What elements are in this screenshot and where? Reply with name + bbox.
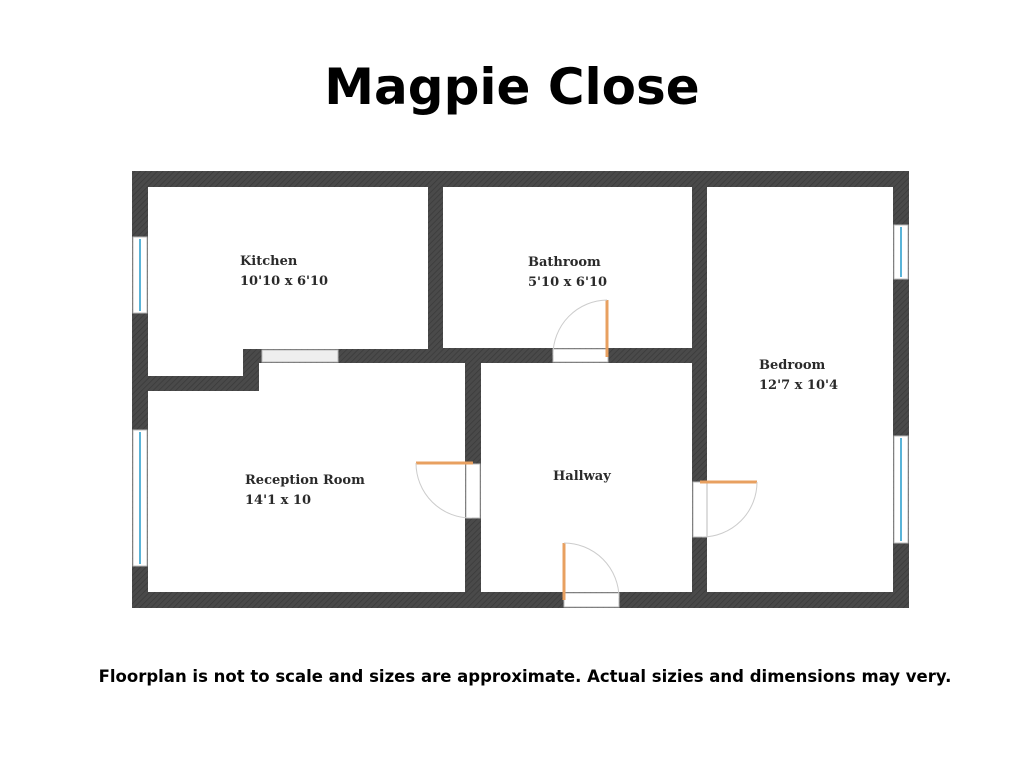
windows <box>132 224 909 567</box>
room-kitchen-dimensions: 10'10 x 6'10 <box>240 274 328 289</box>
room-bedroom-dimensions: 12'7 x 10'4 <box>759 378 838 393</box>
opening-kitchen <box>261 349 339 363</box>
interior-walls <box>148 187 707 592</box>
disclaimer-text: Floorplan is not to scale and sizes are … <box>98 667 952 686</box>
room-bedroom: Bedroom 12'7 x 10'4 <box>759 358 838 393</box>
door-entrance <box>562 542 620 600</box>
doors <box>415 299 758 600</box>
wall-bottom <box>132 592 909 608</box>
room-bathroom: Bathroom 5'10 x 6'10 <box>528 255 607 290</box>
door-bedroom <box>700 480 758 538</box>
doorway-reception <box>465 463 481 519</box>
room-hallway-name: Hallway <box>553 469 611 484</box>
room-hallway: Hallway <box>553 469 611 484</box>
room-reception-dimensions: 14'1 x 10 <box>245 493 311 508</box>
door-reception <box>415 461 473 519</box>
door-bathroom <box>552 299 609 357</box>
page-title: Magpie Close <box>324 58 700 116</box>
openings <box>261 348 708 608</box>
room-kitchen-name: Kitchen <box>240 254 298 269</box>
wall-kitchen-step-horizontal <box>148 376 259 391</box>
doorway-entrance <box>563 592 620 608</box>
room-kitchen: Kitchen 10'10 x 6'10 <box>240 254 328 289</box>
room-bathroom-dimensions: 5'10 x 6'10 <box>528 275 607 290</box>
doorway-bathroom <box>552 348 609 363</box>
room-reception: Reception Room 14'1 x 10 <box>245 473 365 508</box>
outer-walls <box>132 171 909 608</box>
room-bedroom-name: Bedroom <box>759 358 826 373</box>
wall-kitchen-bathroom <box>428 187 443 363</box>
wall-top <box>132 171 909 187</box>
room-bathroom-name: Bathroom <box>528 255 601 270</box>
doorway-bedroom <box>692 481 708 538</box>
room-reception-name: Reception Room <box>245 473 365 488</box>
